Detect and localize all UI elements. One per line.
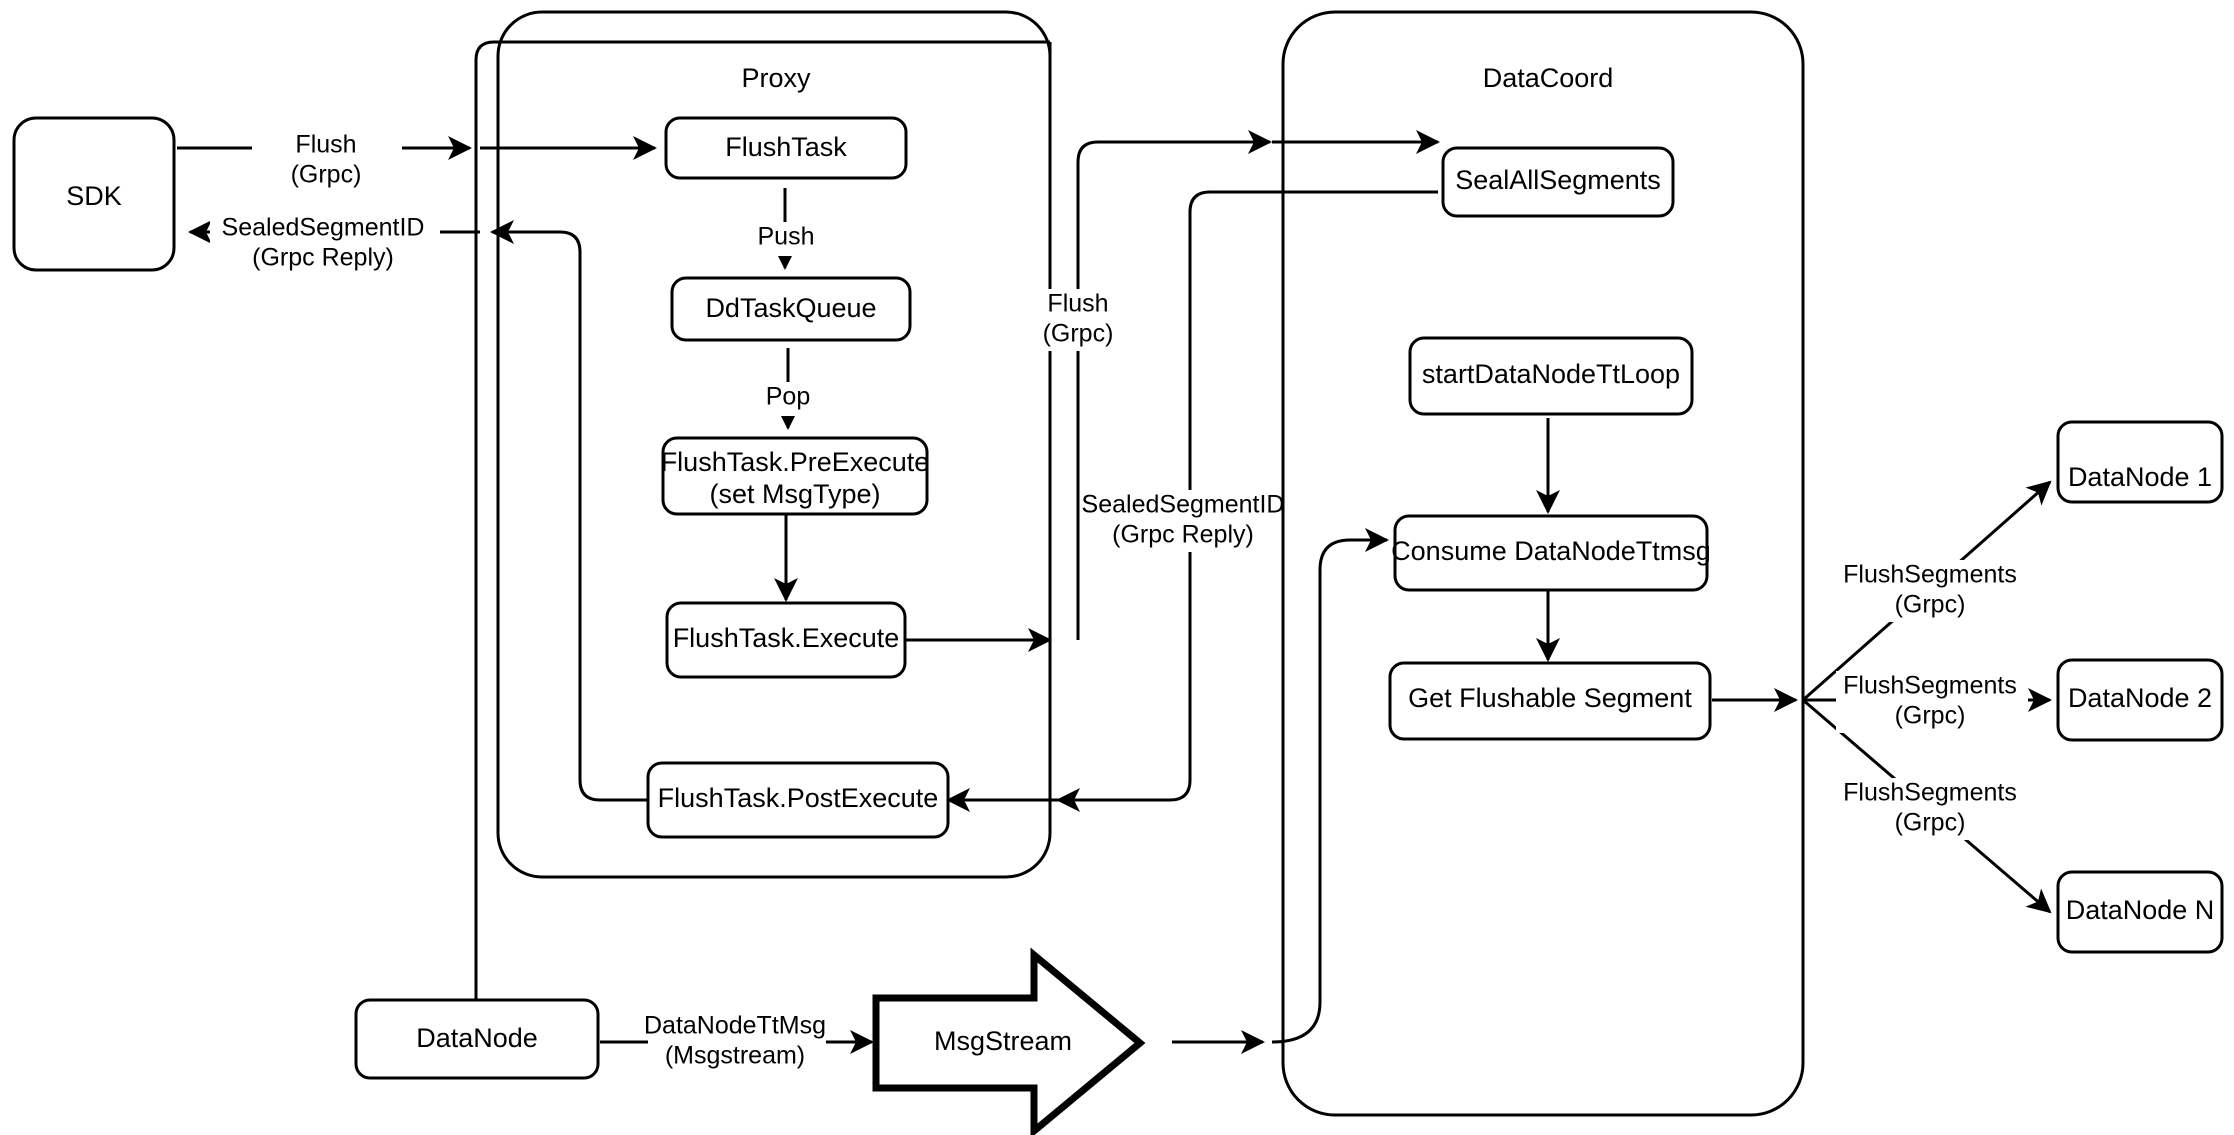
edge-label-flushsegments-1-line2-top: (Grpc) — [1895, 591, 1966, 619]
node-flush-task-preexecute[interactable]: FlushTask.PreExecute (set MsgType) — [661, 436, 930, 516]
flush-task-execute-box[interactable] — [665, 601, 907, 679]
datanode-2-box[interactable] — [2056, 658, 2224, 742]
flush-task-postexecute-label: FlushTask.PostExecute — [658, 783, 939, 813]
mask-6 — [1090, 490, 1280, 552]
edge-flush-grpc-to-datacoord — [1076, 130, 1272, 640]
mask-7 — [648, 1011, 826, 1073]
mask-10 — [1836, 778, 2028, 840]
datanode-source-box[interactable] — [354, 998, 600, 1080]
node-flush-task-postexecute[interactable]: FlushTask.PostExecute — [646, 761, 950, 839]
start-datanode-tt-loop-box[interactable] — [1408, 336, 1694, 416]
seal-all-segments-label: SealAllSegments — [1455, 165, 1661, 195]
node-datanode-source[interactable]: DataNode — [354, 998, 600, 1080]
mask-1 — [252, 130, 402, 192]
edge-label-flushsegments-n-line2-top: (Grpc) — [1895, 809, 1966, 837]
consume-datanode-ttmsg-label: Consume DataNodeTtmsg — [1391, 536, 1711, 566]
datanode-2-label: DataNode 2 — [2068, 683, 2212, 713]
dd-task-queue-box[interactable] — [670, 276, 912, 342]
edge-labels-top: Flush (Grpc) SealedSegmentID (Grpc Reply… — [222, 131, 2017, 1070]
edge-label-push-top: Push — [758, 223, 815, 251]
datanode-n-label: DataNode N — [2066, 895, 2215, 925]
node-sdk[interactable]: SDK — [12, 116, 176, 272]
edge-label-datanode-ttmsg-line1-top: DataNodeTtMsg — [644, 1012, 826, 1040]
flush-task-execute-label: FlushTask.Execute — [673, 623, 900, 653]
flush-task-preexecute-label-line2: (set MsgType) — [709, 479, 880, 509]
datanode-n-box[interactable] — [2056, 870, 2224, 954]
sdk-label: SDK — [66, 181, 122, 211]
node-datanode-n[interactable]: DataNode N — [2056, 870, 2224, 954]
mask-2 — [210, 213, 440, 275]
edge-label-flushsegments-n-line1-top: FlushSegments — [1843, 779, 2017, 807]
edge-label-proxy-to-datacoord-line2-top: (Grpc) — [1043, 320, 1114, 348]
node-start-datanode-tt-loop[interactable]: startDataNodeTtLoop — [1408, 336, 1694, 416]
seal-all-segments-box[interactable] — [1441, 146, 1675, 218]
datanode-source-label: DataNode — [416, 1023, 538, 1053]
flush-task-preexecute-box[interactable] — [661, 436, 929, 516]
mask-4 — [752, 382, 824, 416]
node-msgstream[interactable]: MsgStream — [872, 947, 1146, 1135]
sdk-box[interactable] — [12, 116, 176, 272]
node-get-flushable-segment[interactable]: Get Flushable Segment — [1388, 661, 1712, 741]
node-flush-task-execute[interactable]: FlushTask.Execute — [665, 601, 907, 679]
datanode-1-box[interactable] — [2056, 420, 2224, 504]
flush-task-postexecute-box[interactable] — [646, 761, 950, 839]
start-datanode-tt-loop-label: startDataNodeTtLoop — [1422, 359, 1680, 389]
datanode-1-label: DataNode 1 — [2068, 462, 2212, 492]
edge-label-flushsegments-2-line2-top: (Grpc) — [1895, 702, 1966, 730]
msgstream-arrow-shape[interactable] — [872, 947, 1146, 1135]
node-flush-task[interactable]: FlushTask — [664, 116, 908, 180]
edge-label-proxy-to-datacoord-line1-top: Flush — [1047, 290, 1108, 318]
edge-label-datacoord-to-proxy-line1-top: SealedSegmentID — [1082, 491, 1285, 519]
edge-label-proxy-to-sdk-line1-top: SealedSegmentID — [222, 214, 425, 242]
get-flushable-segment-box[interactable] — [1388, 661, 1712, 741]
edge-label-flushsegments-1-line1-top: FlushSegments — [1843, 561, 2017, 589]
edge-label-sdk-to-proxy-line2-top: (Grpc) — [291, 161, 362, 189]
edge-label-datanode-ttmsg-line2-top: (Msgstream) — [665, 1042, 805, 1070]
node-seal-all-segments[interactable]: SealAllSegments — [1441, 146, 1675, 218]
node-datanode-1[interactable]: DataNode 1 — [2056, 420, 2224, 504]
edge-proxy-top-bus — [474, 40, 1050, 61]
consume-datanode-ttmsg-box[interactable] — [1393, 514, 1709, 592]
edge-label-flushsegments-2-line1-top: FlushSegments — [1843, 672, 2017, 700]
node-dd-task-queue[interactable]: DdTaskQueue — [670, 276, 912, 342]
edge-postexecute-to-sdk-reply — [490, 220, 648, 802]
edge-label-datacoord-to-proxy-line2-top: (Grpc Reply) — [1112, 521, 1254, 549]
mask-5 — [1012, 289, 1144, 351]
get-flushable-segment-label: Get Flushable Segment — [1408, 683, 1692, 713]
mask-8 — [1836, 560, 2028, 622]
node-consume-datanode-ttmsg[interactable]: Consume DataNodeTtmsg — [1391, 514, 1711, 592]
edge-label-proxy-to-sdk-line2-top: (Grpc Reply) — [252, 244, 394, 272]
proxy-title: Proxy — [741, 63, 811, 93]
flush-task-box[interactable] — [664, 116, 908, 180]
mask-3 — [742, 222, 832, 256]
datacoord-title: DataCoord — [1483, 63, 1614, 93]
msgstream-label: MsgStream — [934, 1026, 1072, 1056]
node-datanode-2[interactable]: DataNode 2 — [2056, 658, 2224, 742]
label-masks — [210, 130, 2028, 1073]
edge-datacoord-ttmsg-channel — [1271, 528, 1389, 1044]
mask-9 — [1836, 671, 2028, 733]
edge-label-sdk-to-proxy-line1-top: Flush — [295, 131, 356, 159]
flush-task-label: FlushTask — [725, 132, 847, 162]
edge-label-pop-top: Pop — [766, 383, 810, 411]
flush-task-preexecute-label-line1: FlushTask.PreExecute — [661, 447, 930, 477]
dd-task-queue-label: DdTaskQueue — [705, 293, 876, 323]
